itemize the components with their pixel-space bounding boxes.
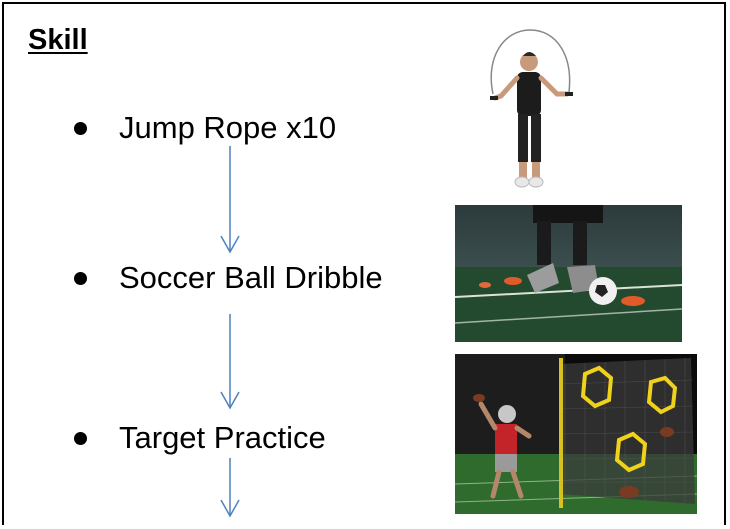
list-item-soccer-dribble: Soccer Ball Dribble xyxy=(74,260,383,296)
list-item-jump-rope: Jump Rope x10 xyxy=(74,110,336,146)
down-arrow-icon xyxy=(220,314,240,410)
bullet-icon xyxy=(74,121,87,135)
list-item-target-practice: Target Practice xyxy=(74,420,326,456)
step-label: Jump Rope x10 xyxy=(119,110,337,145)
target-practice-image xyxy=(455,354,697,514)
section-heading: Skill xyxy=(28,24,88,56)
bullet-icon xyxy=(74,431,87,445)
step-label: Target Practice xyxy=(119,420,326,455)
down-arrow-icon xyxy=(220,146,240,254)
jump-rope-image xyxy=(475,26,585,192)
bullet-icon xyxy=(74,271,87,285)
down-arrow-icon xyxy=(220,458,240,518)
step-label: Soccer Ball Dribble xyxy=(119,260,383,295)
soccer-dribble-image xyxy=(455,205,682,342)
